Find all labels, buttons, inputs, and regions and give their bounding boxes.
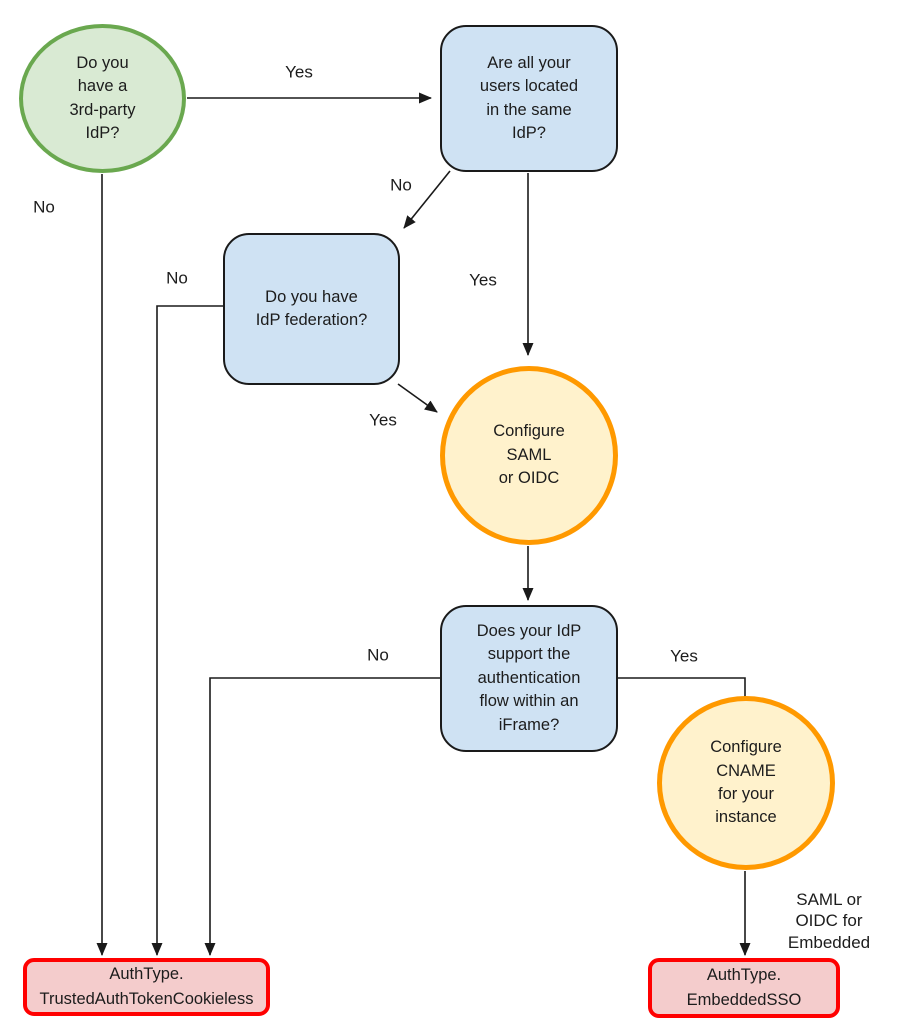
node-auth-embedded-sso-label: AuthType. EmbeddedSSO [686,966,802,1009]
label-federation-no: No [166,268,188,288]
edge-iframe-no [204,677,440,956]
label-same-idp-yes: Yes [469,270,497,290]
label-iframe-yes: Yes [670,646,698,666]
label-start-no: No [33,197,55,217]
node-federation: Do you have IdP federation? [223,233,400,385]
node-auth-cookieless: AuthType. TrustedAuthTokenCookieless [23,958,270,1016]
label-same-idp-no: No [390,175,412,195]
node-auth-cookieless-label: AuthType. TrustedAuthTokenCookieless [39,965,254,1008]
edge-same-idp-no [403,170,451,229]
node-iframe-support-label: Does your IdP support the authentication… [476,621,582,734]
node-configure-cname: Configure CNAME for your instance [657,696,835,870]
label-cname-note: SAML or OIDC for Embedded [787,890,871,952]
label-iframe-no: No [367,645,389,665]
node-start: Do you have a 3rd-party IdP? [19,24,186,173]
node-same-idp: Are all your users located in the same I… [440,25,618,172]
node-configure-saml-oidc-label: Configure SAML or OIDC [493,422,565,488]
node-start-label: Do you have a 3rd-party IdP? [69,53,136,142]
node-auth-embedded-sso: AuthType. EmbeddedSSO [648,958,840,1018]
node-configure-saml-oidc: Configure SAML or OIDC [440,366,618,545]
edge-federation-no [151,305,223,956]
node-configure-cname-label: Configure CNAME for your instance [710,738,782,827]
edge-iframe-yes [618,677,746,698]
edge-federation-yes [397,383,438,413]
node-iframe-support: Does your IdP support the authentication… [440,605,618,752]
node-federation-label: Do you have IdP federation? [255,287,368,329]
node-same-idp-label: Are all your users located in the same I… [479,53,579,142]
label-federation-yes: Yes [369,410,397,430]
label-start-yes: Yes [285,62,313,82]
